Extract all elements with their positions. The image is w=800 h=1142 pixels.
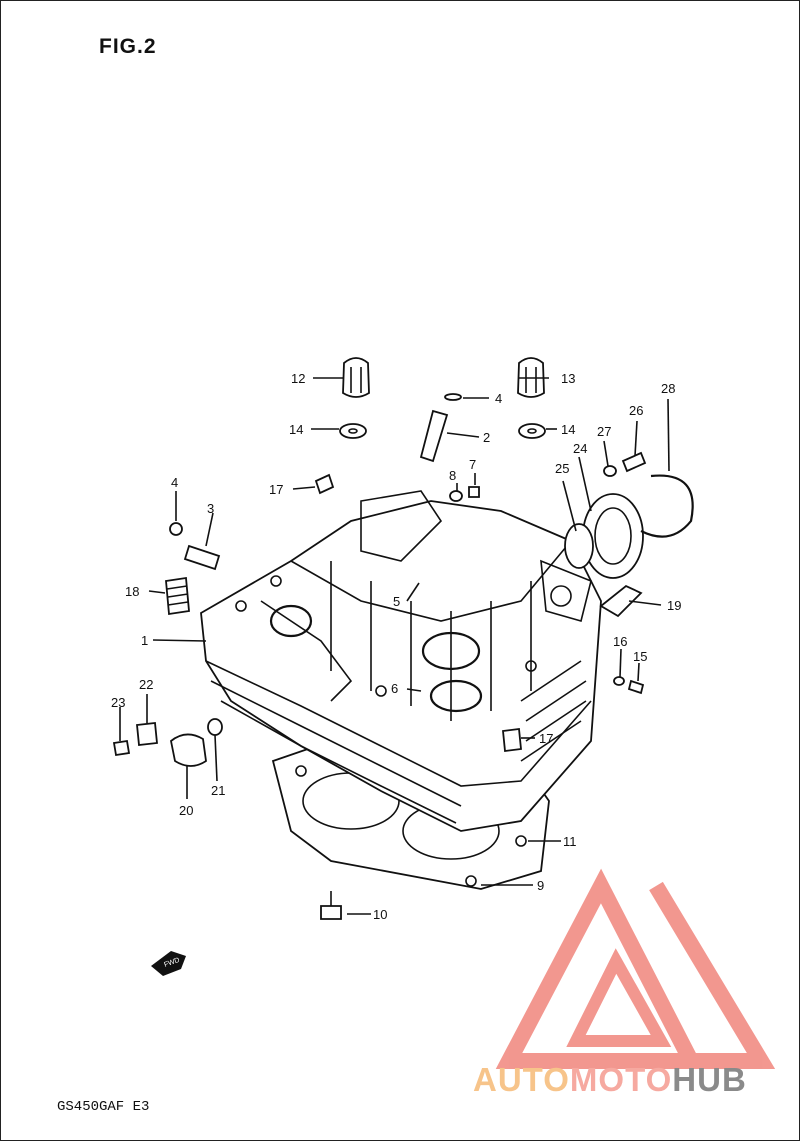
cylinder-head	[200, 490, 602, 832]
callout-3: 3	[207, 501, 214, 516]
screw-23	[112, 739, 131, 757]
callout-5: 5	[393, 594, 400, 609]
model-code: GS450GAF E3	[57, 1099, 150, 1115]
dowel-lower	[502, 727, 522, 753]
callout-6: 6	[391, 681, 398, 696]
stud	[419, 409, 449, 463]
callout-26: 26	[629, 403, 643, 418]
plug-20	[170, 733, 207, 767]
bolt-26	[621, 451, 647, 473]
callout-23: 23	[111, 695, 125, 710]
guide-3	[183, 544, 221, 571]
spark-plug	[599, 584, 643, 618]
o-ring-top	[444, 393, 462, 401]
callout-25: 25	[555, 461, 569, 476]
callout-7: 7	[469, 457, 476, 472]
o-ring-left	[169, 522, 183, 536]
bolt-15	[627, 679, 645, 695]
callout-2: 2	[483, 430, 490, 445]
washer-right	[518, 423, 546, 439]
callout-20: 20	[179, 803, 193, 818]
callout-16: 16	[613, 634, 627, 649]
callout-14-left: 14	[289, 422, 303, 437]
callout-14-right: 14	[561, 422, 575, 437]
watermark-logo	[495, 868, 776, 1069]
callout-12: 12	[291, 371, 305, 386]
watermark-auto: AUTO	[473, 1061, 570, 1098]
figure-title: FIG.2	[99, 35, 157, 58]
callout-27: 27	[597, 424, 611, 439]
washer-8	[449, 490, 463, 502]
o-ring-25	[564, 523, 594, 569]
callout-17-lower: 17	[539, 731, 553, 746]
callout-4-left: 4	[171, 475, 178, 490]
clamp-28	[640, 474, 694, 538]
watermark-moto: MOTO	[569, 1061, 673, 1098]
callout-4-top: 4	[495, 391, 502, 406]
callout-10: 10	[373, 907, 387, 922]
callout-labels: 12 13 14 14 4 2 17 4 3 18 1 5 6 8 7 11 9…	[111, 371, 681, 922]
callout-28: 28	[661, 381, 675, 396]
fwd-arrow-icon	[151, 951, 186, 976]
washer-27	[603, 465, 617, 477]
washer-16	[613, 676, 625, 686]
cap-nut-left	[342, 357, 370, 398]
cap-22	[136, 722, 158, 746]
o-ring-21	[207, 718, 223, 736]
callout-13: 13	[561, 371, 575, 386]
bolt-7	[468, 486, 480, 498]
callout-9: 9	[537, 878, 544, 893]
watermark-hub: HUB	[672, 1061, 747, 1098]
callout-1: 1	[141, 633, 148, 648]
watermark-text: AUTOMOTOHUB	[473, 1061, 747, 1099]
callout-19: 19	[667, 598, 681, 613]
callout-15: 15	[633, 649, 647, 664]
callout-11: 11	[563, 834, 577, 849]
callout-18: 18	[125, 584, 139, 599]
washer-left	[339, 423, 367, 439]
bolt-10	[320, 905, 342, 920]
callout-22: 22	[139, 677, 153, 692]
leader-lines	[119, 377, 670, 915]
callout-24: 24	[573, 441, 587, 456]
callout-21: 21	[211, 783, 225, 798]
dowel-upper	[314, 473, 335, 495]
callout-8: 8	[449, 468, 456, 483]
callout-17-upper: 17	[269, 482, 283, 497]
